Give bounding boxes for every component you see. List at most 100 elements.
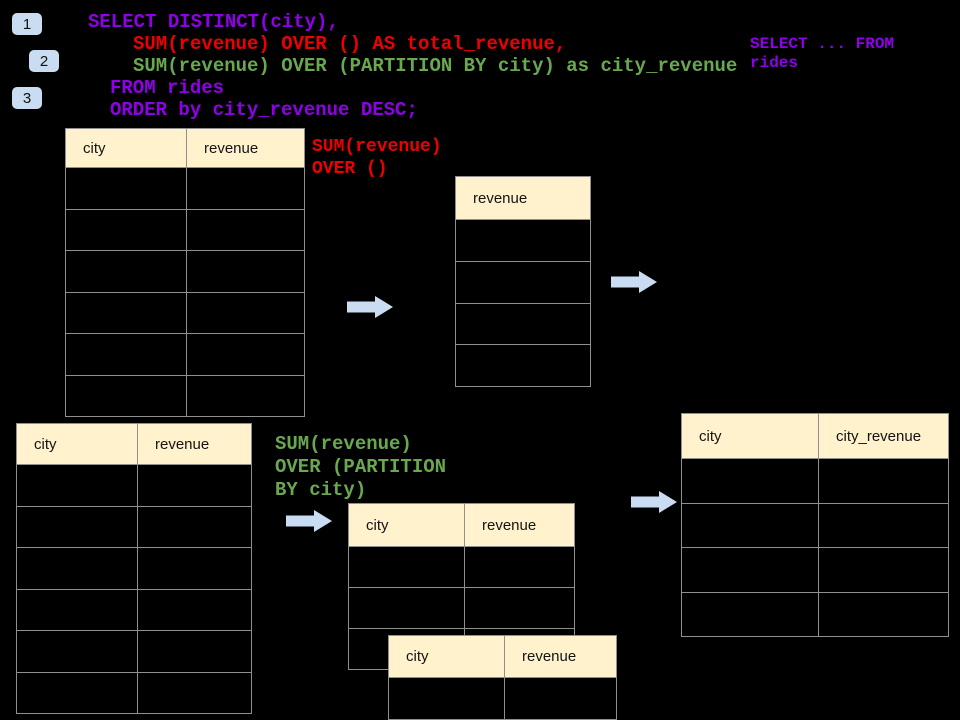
table-cell (682, 548, 818, 592)
table-row (456, 260, 590, 303)
table-cell (137, 631, 251, 672)
table-cell (66, 210, 186, 251)
table-cell (186, 292, 304, 333)
table-row (17, 671, 251, 714)
table-header-row: city revenue (17, 424, 251, 464)
table-cell (186, 334, 304, 375)
table-body (682, 458, 948, 636)
column-header-revenue: revenue (464, 504, 574, 546)
table-cell (456, 304, 590, 345)
sql-code-line-order-by: ORDER by city_revenue DESC; (110, 99, 418, 121)
table-row (456, 219, 590, 261)
table-cell (349, 547, 464, 587)
sql-code-line-from: FROM rides (110, 77, 225, 99)
table-header-row: city revenue (66, 129, 304, 167)
table-cell (682, 593, 818, 637)
table-row (456, 302, 590, 345)
annotation-select-from-rides: SELECT ... FROM rides (750, 35, 895, 72)
table-row (66, 291, 304, 334)
table-row (682, 547, 948, 592)
column-header-city: city (366, 516, 389, 534)
column-header-revenue: revenue (137, 424, 251, 464)
table-cell (137, 672, 251, 713)
sql-code-line-sum-partition: SUM(revenue) OVER (PARTITION BY city) as… (133, 55, 738, 77)
table-city-revenue-result: city city_revenue (681, 413, 949, 637)
step-badge-2: 2 (29, 50, 59, 72)
table-cell (389, 678, 504, 719)
table-row (349, 546, 574, 587)
table-cell (818, 459, 948, 503)
arrow-right-icon (347, 296, 393, 318)
table-cell (17, 548, 137, 589)
table-row (389, 677, 616, 719)
table-cell (504, 678, 616, 719)
column-header-city-revenue: city_revenue (818, 414, 948, 458)
table-source-rides-bottom: city revenue (16, 423, 252, 714)
table-cell (17, 507, 137, 548)
table-partition-back: city revenue (388, 635, 617, 720)
table-row (682, 502, 948, 548)
table-cell (17, 631, 137, 672)
table-cell (682, 504, 818, 548)
table-cell (66, 251, 186, 292)
table-row (349, 587, 574, 628)
column-header-city: city (34, 435, 57, 453)
table-cell (818, 503, 948, 547)
table-body (17, 464, 251, 713)
table-cell (818, 592, 948, 636)
table-row (66, 167, 304, 209)
sql-code-line-sum-over-all: SUM(revenue) OVER () AS total_revenue, (133, 33, 567, 55)
table-cell (186, 375, 304, 416)
table-body (389, 677, 616, 720)
table-row (17, 547, 251, 589)
table-cell (17, 465, 137, 506)
table-body (66, 167, 304, 416)
table-partition-front: city revenue (348, 503, 575, 670)
table-row (17, 505, 251, 548)
table-cell (456, 220, 590, 261)
table-cell (456, 262, 590, 303)
table-row (17, 464, 251, 506)
table-cell (137, 589, 251, 630)
column-header-city: city (699, 427, 722, 445)
table-cell (137, 548, 251, 589)
table-row (17, 588, 251, 631)
table-cell (682, 459, 818, 503)
table-cell (17, 590, 137, 631)
table-cell (186, 209, 304, 250)
table-row (456, 344, 590, 386)
step-badge-1: 1 (12, 13, 42, 35)
table-body (456, 219, 590, 386)
table-cell (66, 334, 186, 375)
table-row (66, 333, 304, 375)
table-cell (186, 251, 304, 292)
table-cell (464, 588, 574, 628)
table-header-row: city revenue (349, 504, 574, 546)
table-header-row: city city_revenue (682, 414, 948, 458)
table-total-revenue: revenue (455, 176, 591, 387)
table-header-row: city revenue (389, 636, 616, 677)
table-cell (66, 293, 186, 334)
table-header-row: revenue (456, 177, 590, 219)
column-header-city: city (406, 648, 429, 665)
table-cell (464, 547, 574, 587)
table-row (682, 458, 948, 503)
table-cell (349, 588, 464, 628)
table-cell (17, 673, 137, 714)
column-header-revenue: revenue (504, 636, 616, 677)
table-row (66, 250, 304, 292)
arrow-right-icon (611, 271, 657, 293)
table-cell (137, 506, 251, 547)
arrow-right-icon (286, 510, 332, 532)
table-row (66, 374, 304, 417)
table-row (66, 208, 304, 251)
column-header-revenue: revenue (473, 189, 528, 207)
column-header-revenue: revenue (186, 129, 304, 167)
table-cell (66, 376, 186, 417)
step-badge-3: 3 (12, 87, 42, 109)
sql-code-line-select: SELECT DISTINCT(city), (88, 11, 339, 33)
annotation-sum-over-partition: SUM(revenue) OVER (PARTITION BY city) (275, 433, 447, 501)
table-cell (186, 168, 304, 209)
table-row (17, 630, 251, 672)
